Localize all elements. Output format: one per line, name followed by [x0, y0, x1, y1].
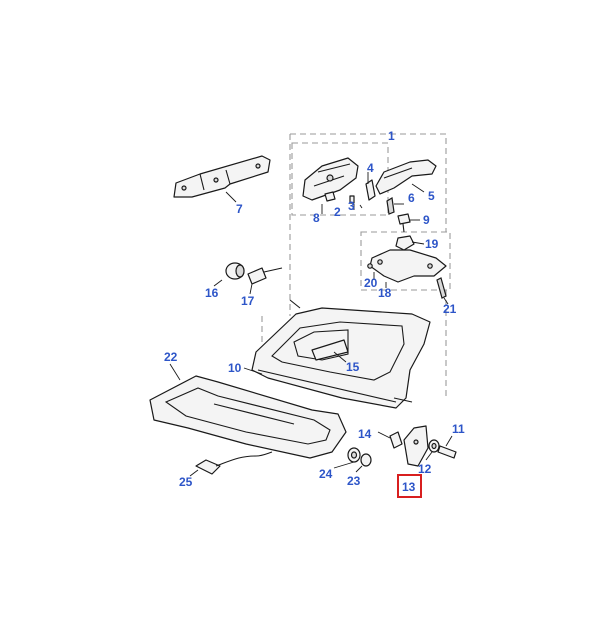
label-21: 21 — [443, 302, 457, 316]
label-18: 18 — [378, 286, 392, 300]
latch-assembly — [302, 157, 376, 204]
label-2: 2 — [334, 205, 341, 219]
label-4: 4 — [367, 161, 374, 175]
cap-part-23 — [360, 453, 372, 467]
hinge-part-13 — [403, 425, 429, 467]
label-5: 5 — [428, 189, 435, 203]
label-8: 8 — [313, 211, 320, 225]
label-16: 16 — [205, 286, 219, 300]
label-1: 1 — [388, 129, 395, 143]
dashed-group-outlines — [261, 133, 451, 400]
label-24: 24 — [319, 467, 333, 481]
plate-assembly — [367, 235, 447, 299]
part-labels: 1 2 3 4 5 6 7 8 9 10 11 12 13 14 15 16 1… — [164, 129, 465, 494]
label-13: 13 — [402, 480, 416, 494]
grommet-part-24 — [347, 447, 361, 463]
label-6: 6 — [408, 191, 415, 205]
roof-part-10 — [251, 299, 431, 409]
washer-part-12 — [428, 439, 440, 453]
label-19: 19 — [425, 237, 439, 251]
label-23: 23 — [347, 474, 361, 488]
bracket-part-7 — [173, 155, 271, 198]
label-15: 15 — [346, 360, 360, 374]
knob-part-16 — [225, 262, 245, 280]
fastener-part-9 — [397, 213, 411, 233]
handle-part-5 — [375, 159, 437, 195]
label-3: 3 — [348, 199, 355, 213]
bolt-part-11 — [437, 445, 457, 459]
label-14: 14 — [358, 427, 372, 441]
label-25: 25 — [179, 475, 193, 489]
bolt-part-17 — [247, 267, 283, 285]
label-12: 12 — [418, 462, 432, 476]
label-11: 11 — [452, 422, 465, 436]
highlight-box-13 — [397, 474, 422, 498]
label-20: 20 — [364, 276, 378, 290]
leader-lines — [169, 172, 453, 477]
label-9: 9 — [423, 213, 430, 227]
frame-part-22 — [149, 375, 347, 459]
label-17: 17 — [241, 294, 255, 308]
screw-part-6 — [386, 197, 395, 215]
pin-part-14 — [389, 431, 403, 449]
clip-part-25 — [195, 451, 273, 475]
label-7: 7 — [236, 202, 243, 216]
label-22: 22 — [164, 350, 178, 364]
label-10: 10 — [228, 361, 242, 375]
